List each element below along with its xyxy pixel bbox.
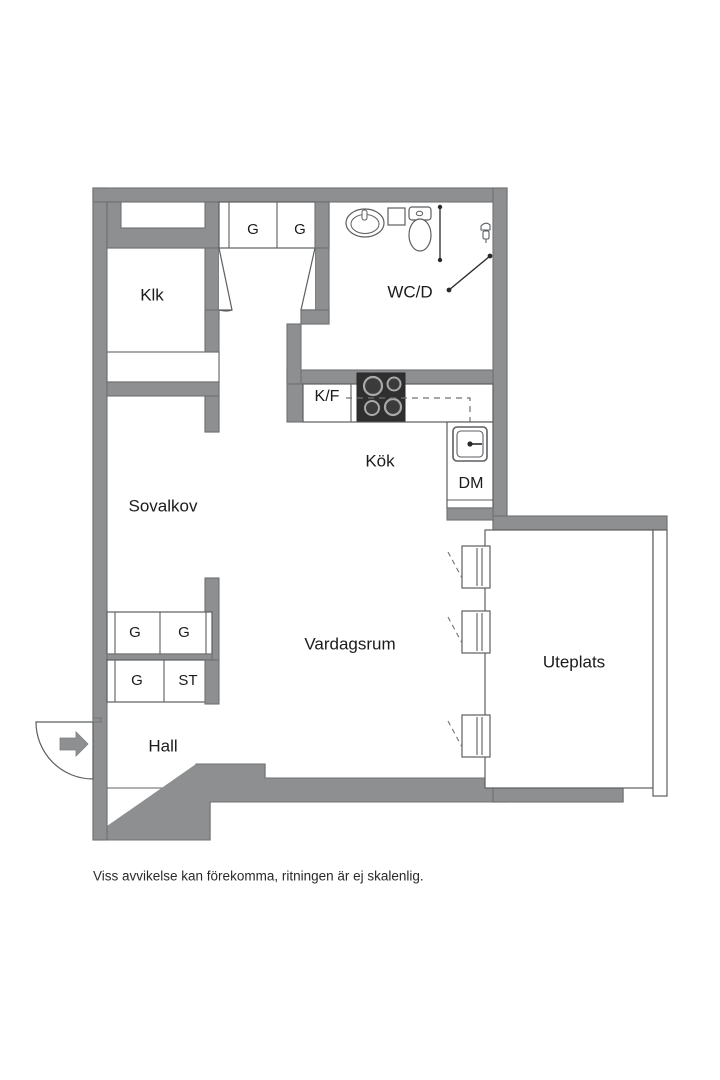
washbasin-icon [345,208,385,238]
klk-bottom-wall [106,381,220,397]
closet-label-g-2: G [294,221,306,238]
top-exterior-wall [92,187,508,203]
entrance-arrow-icon [59,731,89,757]
wcd-room: WC/D [345,204,493,301]
entrance-jamb-top [92,717,102,723]
patio-door-2[interactable] [447,610,491,654]
closet-label-g-4: G [178,624,190,641]
room-label-vardagsrum: Vardagsrum [304,634,395,653]
shower-drain-line [446,253,493,293]
sovalkov-wall-stub-top [204,395,220,433]
hall-room: Hall [148,736,177,755]
lower-closet-right-wall [204,659,220,705]
shower-mixer-icon [480,222,491,243]
toilet-icon [408,206,432,252]
patio-door-3[interactable] [447,714,491,758]
stove-cooktop [356,372,406,422]
right-exterior-wall-upper [492,187,508,531]
room-label-uteplats: Uteplats [543,652,605,671]
patio-top-wall [492,515,668,531]
kitchen-dashed-guide [346,397,471,455]
patio-bottom-wall [492,787,624,803]
wc-cabinet-icon [387,207,406,226]
closet-wc-partition [314,247,330,321]
room-label-sovalkov: Sovalkov [129,496,198,515]
kok-room: K/F DM Kök [286,309,494,521]
shower-curtain-rail [437,204,443,263]
klk-room: Klk [106,201,233,433]
patio-floor [485,530,653,788]
kok-wcd-jamb [300,309,330,325]
patio-doors [447,545,491,758]
appliance-label-dishwasher: DM [459,475,484,492]
vardagsrum-room: Vardagsrum [304,634,395,653]
entrance-door-swing-arc [35,721,94,780]
appliance-label-fridge-freezer: K/F [315,388,340,405]
left-exterior-wall [92,187,108,841]
patio-railing [652,529,668,797]
klk-right-wall-upper [204,247,220,321]
wall-structure [92,187,668,841]
kok-counter-endwall [286,383,304,423]
room-label-klk: Klk [140,285,164,304]
kok-left-wall [286,323,302,385]
plan-caption: Viss avvikelse kan förekomma, ritningen … [93,869,424,884]
room-label-wcd: WC/D [387,282,432,301]
lower-closet-separator [106,653,213,661]
entrance-door[interactable] [35,717,102,780]
closet-label-g-5: G [131,672,143,689]
top-closets: G G [218,201,330,325]
top-closet-block [218,201,330,249]
klk-window-opening [120,201,206,229]
kitchen-sink-icon [452,426,488,462]
kok-column-base [446,507,494,521]
lower-closets: G G G ST [106,611,220,705]
closet-label-st: ST [178,672,197,689]
uteplats-area: Uteplats [484,529,668,797]
closet-label-g-1: G [247,221,259,238]
klk-shelf-band [106,351,220,383]
klk-top-edge [107,248,219,249]
room-label-hall: Hall [148,736,177,755]
room-label-kok: Kök [365,451,395,470]
closet-wc-partition-top [314,201,330,249]
klk-door-arc [218,309,233,312]
closet-label-g-3: G [129,624,141,641]
patio-door-1[interactable] [447,545,491,589]
